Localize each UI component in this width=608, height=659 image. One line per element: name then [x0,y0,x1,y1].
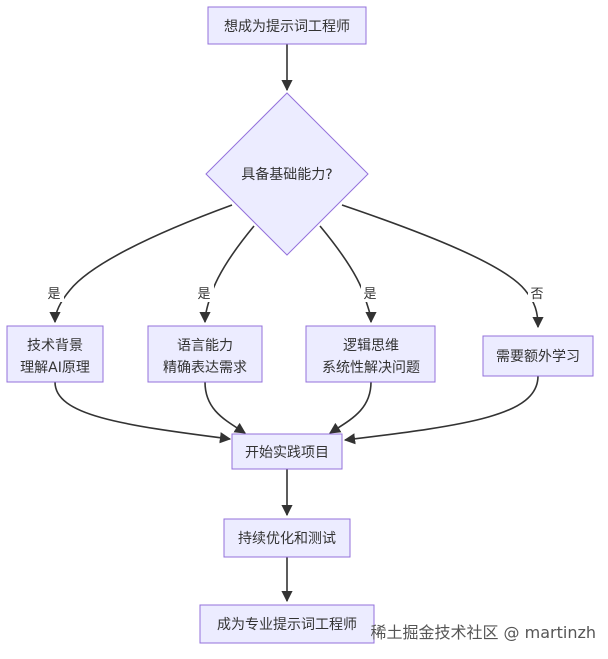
node-extra-label: 需要额外学习 [496,349,580,365]
watermark-text: 稀土掘金技术社区 @ martinzh [370,623,596,642]
edge-label-tech: 是 [45,284,64,302]
node-lang-line1: 语言能力 [177,338,233,354]
node-logic-line2: 系统性解决问题 [322,360,420,376]
node-extra: 需要额外学习 [482,335,594,377]
edge-extra-to-practice [343,375,539,445]
edge-label-yes-2: 是 [197,287,210,302]
edge-label-logic: 是 [361,284,380,302]
node-goal-label: 成为专业提示词工程师 [217,617,357,633]
edge-lang-to-practice [204,381,246,434]
edge-label-lang: 是 [195,284,214,302]
node-tech: 技术背景 理解AI原理 [6,325,104,383]
edge-label-yes-1: 是 [47,287,60,302]
node-optimize: 持续优化和测试 [223,518,351,558]
node-logic-line1: 逻辑思维 [343,338,399,354]
node-goal: 成为专业提示词工程师 [199,604,375,644]
edge-decision-to-extra [341,204,544,329]
edges [49,44,544,603]
node-decision-label: 具备基础能力? [241,166,332,183]
node-optimize-label: 持续优化和测试 [238,530,336,547]
edge-decision-to-logic [319,225,377,324]
node-decision: 具备基础能力? [205,92,369,256]
node-practice: 开始实践项目 [231,433,343,470]
edge-decision-to-lang [199,225,255,324]
watermark: 稀土掘金技术社区 @ martinzh [370,623,596,642]
node-tech-line2: 理解AI原理 [20,360,90,376]
edge-label-yes-3: 是 [363,287,376,302]
node-lang: 语言能力 精确表达需求 [147,325,263,383]
node-tech-line1: 技术背景 [27,338,83,354]
node-lang-line2: 精确表达需求 [163,360,247,376]
edge-label-no: 否 [530,287,543,302]
edge-tech-to-practice [54,381,232,444]
node-practice-label: 开始实践项目 [245,445,329,461]
node-start: 想成为提示词工程师 [207,6,367,45]
node-start-label: 想成为提示词工程师 [224,19,350,35]
node-logic: 逻辑思维 系统性解决问题 [305,325,436,383]
edge-decision-to-tech [49,204,233,324]
edge-logic-to-practice [329,381,372,434]
edge-label-extra: 否 [528,284,547,302]
